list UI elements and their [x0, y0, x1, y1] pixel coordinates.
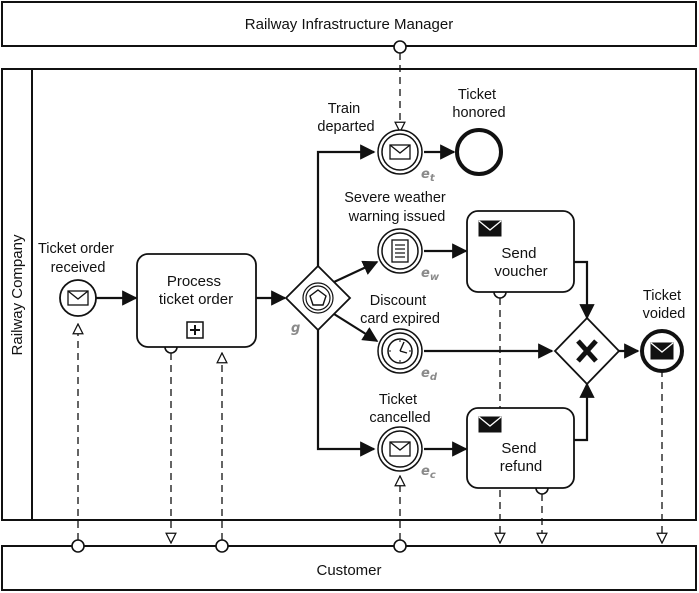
pool-customer: Customer [1, 545, 697, 591]
plus-box-icon [186, 321, 204, 339]
message-flow-origin [393, 539, 407, 553]
pentagon-icon [309, 289, 327, 306]
intermediate-event-ticket-cancelled: Ticket cancelled ec [369, 392, 435, 481]
sequence-flow [316, 144, 376, 266]
event-label: Ticket cancelled [369, 392, 430, 426]
task-label: Send voucher [494, 245, 547, 280]
task-label: Send refund [500, 440, 543, 475]
pool-railway-company: Railway Company [1, 68, 697, 521]
end-event-ticket-voided: Ticket voided [640, 288, 686, 373]
message-flow-origin [393, 40, 407, 54]
intermediate-event-train-departed: Train departed et [317, 101, 435, 184]
intermediate-event-severe-weather: Severe weather warning issued ew [344, 190, 450, 283]
task-send-refund[interactable]: Send refund [466, 407, 575, 489]
sequence-flow [574, 382, 595, 442]
event-label: Ticket honored [452, 87, 505, 121]
message-flow-origin [215, 539, 229, 553]
event-label: Ticket order received [38, 241, 118, 276]
pool-title-infrastructure: Railway Infrastructure Manager [245, 16, 453, 33]
envelope-icon [650, 342, 674, 360]
intermediate-event-discount-card-expired: Discount card expired ed [360, 293, 440, 383]
sequence-flow [574, 260, 595, 320]
envelope-icon [389, 144, 411, 160]
annotation-e-d: ed [421, 366, 438, 383]
subprocess-process-ticket-order[interactable]: Process ticket order [136, 253, 257, 348]
document-lines-icon [391, 239, 409, 263]
sequence-flow [333, 313, 379, 342]
event-based-gateway: g [284, 264, 352, 336]
task-send-voucher[interactable]: Send voucher [466, 210, 575, 293]
pool-railway-infrastructure-manager: Railway Infrastructure Manager [1, 1, 697, 47]
envelope-icon [67, 290, 89, 306]
sequence-flows [96, 144, 640, 457]
envelope-icon [478, 220, 502, 237]
event-label: Discount card expired [360, 293, 440, 327]
end-event-ticket-honored: Ticket honored [452, 87, 506, 176]
lane-title-railway-company: Railway Company [9, 234, 26, 355]
event-label: Ticket voided [643, 288, 686, 322]
annotation-e-c: ec [421, 464, 436, 481]
task-label: Process ticket order [159, 273, 233, 308]
clock-icon [387, 338, 413, 364]
event-label: Train departed [317, 101, 374, 135]
message-flow-origin [71, 539, 85, 553]
envelope-icon [389, 441, 411, 457]
annotation-e-w: ew [421, 266, 440, 283]
sequence-flow [316, 330, 376, 457]
event-label: Severe weather warning issued [344, 190, 450, 225]
exclusive-gateway [553, 316, 621, 386]
pool-title-customer: Customer [316, 562, 381, 579]
sequence-flow [333, 260, 379, 283]
x-icon [576, 339, 598, 363]
annotation-e-t: et [421, 167, 436, 184]
envelope-icon [478, 416, 502, 433]
annotation-gateway: g [291, 321, 300, 336]
start-event-ticket-order-received: Ticket order received [38, 241, 118, 317]
